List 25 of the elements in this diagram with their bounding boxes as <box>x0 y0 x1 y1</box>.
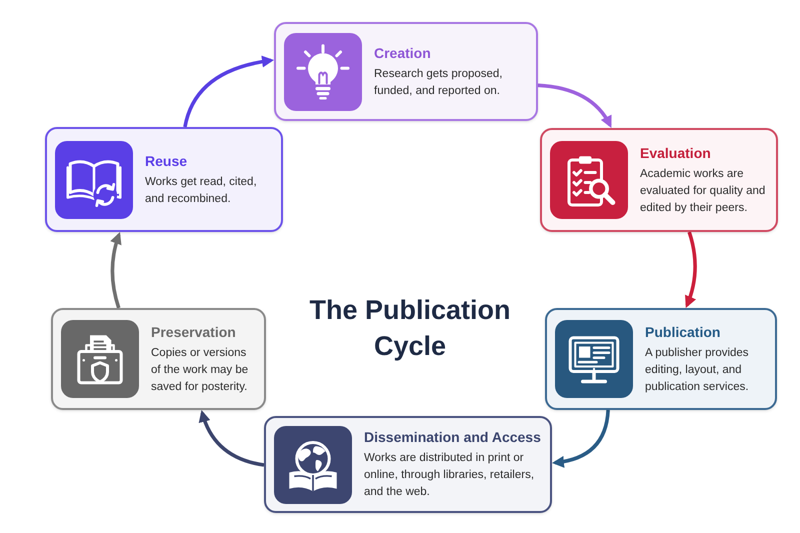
diagram-title: The Publication Cycle <box>308 294 512 363</box>
stage-title: Reuse <box>145 152 188 170</box>
stage-description: A publisher provides editing, layout, and publication services. <box>645 346 750 394</box>
stage-title: Dissemination and Access <box>364 428 542 446</box>
cycle-arrow <box>552 410 610 468</box>
stage-description: Works are distributed in print or online, through libraries, retailers, and the web. <box>364 451 536 500</box>
cycle-arrow <box>199 410 264 467</box>
cycle-arrow <box>110 232 122 309</box>
stage-title: Preservation <box>151 322 237 340</box>
stage-card <box>264 416 552 513</box>
stage-card <box>540 128 778 232</box>
stage-description: Works get read, cited, and recombined. <box>145 174 258 206</box>
cycle-arrow <box>538 84 612 128</box>
stage-card <box>45 127 283 232</box>
stage-description: Copies or versions of the work may be saved for posterity. <box>151 346 250 394</box>
stage-card <box>274 22 538 121</box>
stage-card <box>545 308 777 410</box>
stage-title: Evaluation <box>640 144 712 162</box>
stage-title: Creation <box>374 44 432 62</box>
cycle-arrow <box>183 56 274 128</box>
cycle-arrow <box>684 231 697 308</box>
stage-description: Academic works are evaluated for quality and edited by their peers. <box>640 166 766 216</box>
stage-description: Research gets proposed, funded, and reported on. <box>374 66 504 98</box>
stage-card <box>51 308 266 410</box>
stage-title: Publication <box>645 322 722 340</box>
